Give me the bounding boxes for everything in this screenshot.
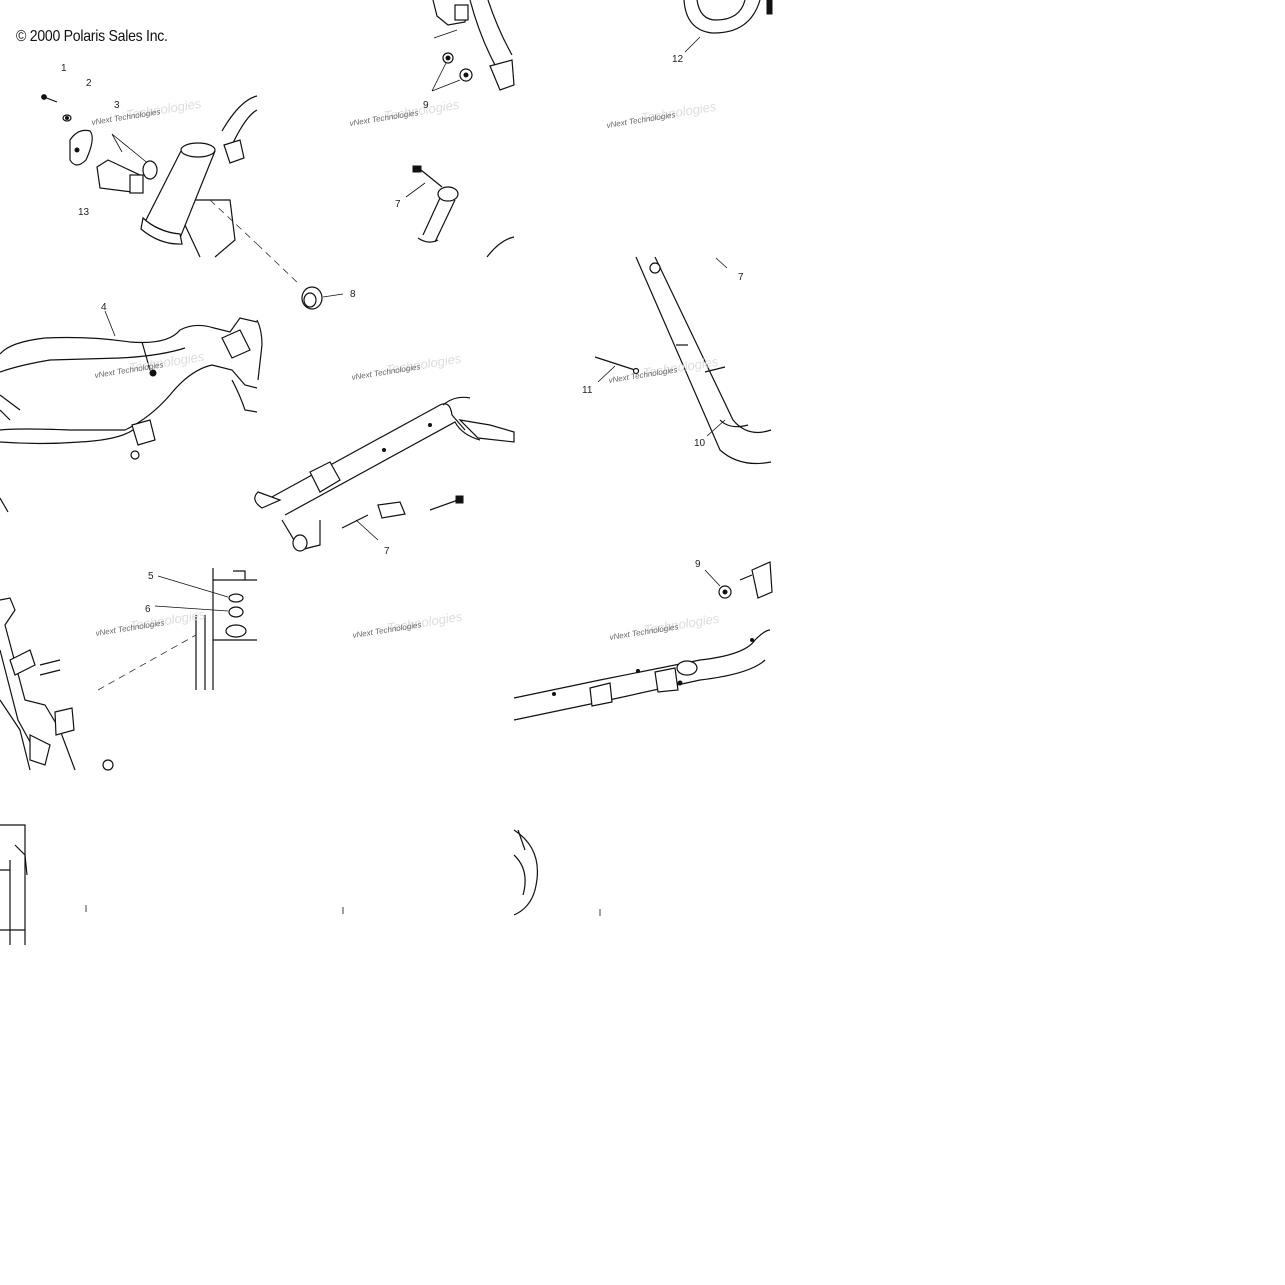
watermark-group: Technologies vNext Technologies Technolo… <box>85 96 721 916</box>
callout-13: 13 <box>78 207 90 218</box>
callout-11: 11 <box>582 385 593 396</box>
part-handlebar-mount <box>432 0 515 91</box>
callout-6: 6 <box>145 604 151 615</box>
part-grommet-8 <box>301 286 323 310</box>
part-frame-tube-12 <box>683 0 773 34</box>
callout-2: 2 <box>86 78 92 89</box>
part-cotter-pin-11 <box>594 356 640 375</box>
callout-9-lower: 9 <box>695 559 701 570</box>
part-lower-bend <box>513 829 539 916</box>
part-tie-rod-end-upper <box>417 186 459 243</box>
part-steering-post-bearing <box>195 568 257 690</box>
callout-8: 8 <box>350 289 356 300</box>
part-steering-tube-10 <box>635 256 772 465</box>
part-screw-1 <box>41 94 58 103</box>
part-steering-shaft <box>254 319 515 516</box>
part-rear-frame-4 <box>0 317 258 513</box>
part-washer-2 <box>62 114 72 122</box>
copyright-notice: © 2000 Polaris Sales Inc. <box>16 28 168 45</box>
part-pivot-bracket <box>281 501 406 552</box>
part-nut-9-upper <box>442 52 473 82</box>
part-lower-cross-tube <box>513 561 773 721</box>
callout-9-upper: 9 <box>423 100 429 111</box>
part-bushing-13 <box>96 159 158 194</box>
callout-3: 3 <box>114 100 120 111</box>
callout-7-right: 7 <box>738 272 744 283</box>
part-front-frame-assembly <box>0 597 114 771</box>
part-cap-3 <box>69 129 93 166</box>
callout-1: 1 <box>61 63 67 74</box>
callout-4: 4 <box>101 302 107 313</box>
part-lower-post <box>0 824 28 945</box>
callout-5: 5 <box>148 571 154 582</box>
callout-7-upper: 7 <box>395 199 401 210</box>
callout-10: 10 <box>694 438 706 449</box>
part-nut-9-lower <box>718 585 732 599</box>
part-bolt-7-lower <box>429 495 464 511</box>
part-bolt-7-upper <box>412 165 443 188</box>
callout-12: 12 <box>672 54 684 65</box>
part-steering-post-tube <box>140 95 258 258</box>
callout-7-lower: 7 <box>384 546 390 557</box>
callout-labels: 1 2 3 13 9 7 12 8 4 7 11 10 7 5 6 9 <box>61 54 744 615</box>
